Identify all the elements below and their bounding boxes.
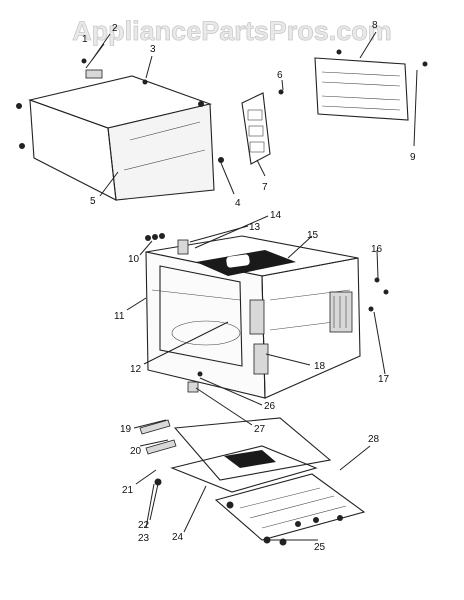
rear-vent-grille [329, 291, 353, 333]
small-brackets [139, 371, 203, 455]
top-screws [145, 233, 389, 312]
callout-9: 9 [410, 152, 416, 163]
callout-5: 5 [90, 196, 96, 207]
callout-14: 14 [270, 210, 282, 221]
callout-16: 16 [371, 244, 383, 255]
callout-11: 11 [114, 311, 125, 322]
watermark: AppliancePartsPros.com [72, 16, 392, 46]
vent-bracket [241, 89, 284, 165]
cabinet-screws [16, 58, 224, 163]
control-panel [314, 49, 428, 121]
callout-3: 3 [150, 44, 156, 55]
callout-15: 15 [307, 230, 319, 241]
outer-cabinet [28, 69, 215, 201]
callout-19: 19 [120, 424, 132, 435]
leader-lines [85, 31, 418, 541]
callout-25: 25 [314, 542, 326, 553]
callout-24: 24 [172, 532, 184, 543]
callout-10: 10 [128, 254, 140, 265]
callout-8: 8 [372, 20, 378, 31]
callout-6: 6 [277, 70, 283, 81]
callout-4: 4 [235, 198, 241, 209]
latch-switch-assembly [249, 299, 269, 375]
callout-17: 17 [378, 374, 390, 385]
callout-12: 12 [130, 364, 142, 375]
callout-22: 22 [138, 520, 150, 531]
base-feet [154, 478, 343, 546]
callout-21: 21 [122, 485, 134, 496]
base-plate [170, 417, 332, 493]
base-tray [214, 473, 366, 541]
callout-7: 7 [262, 182, 268, 193]
cabinet-bracket [85, 69, 103, 79]
callout-27: 27 [254, 424, 266, 435]
callout-labels: 1 2 3 4 5 6 7 8 9 10 11 12 13 14 15 16 1… [82, 20, 416, 553]
waveguide-cover [196, 250, 296, 276]
callout-18: 18 [314, 361, 326, 372]
callout-28: 28 [368, 434, 380, 445]
callout-2: 2 [112, 23, 118, 34]
callout-26: 26 [264, 401, 276, 412]
callout-13: 13 [249, 222, 261, 233]
callout-23: 23 [138, 533, 150, 544]
callout-20: 20 [130, 446, 142, 457]
callout-1: 1 [82, 34, 88, 45]
